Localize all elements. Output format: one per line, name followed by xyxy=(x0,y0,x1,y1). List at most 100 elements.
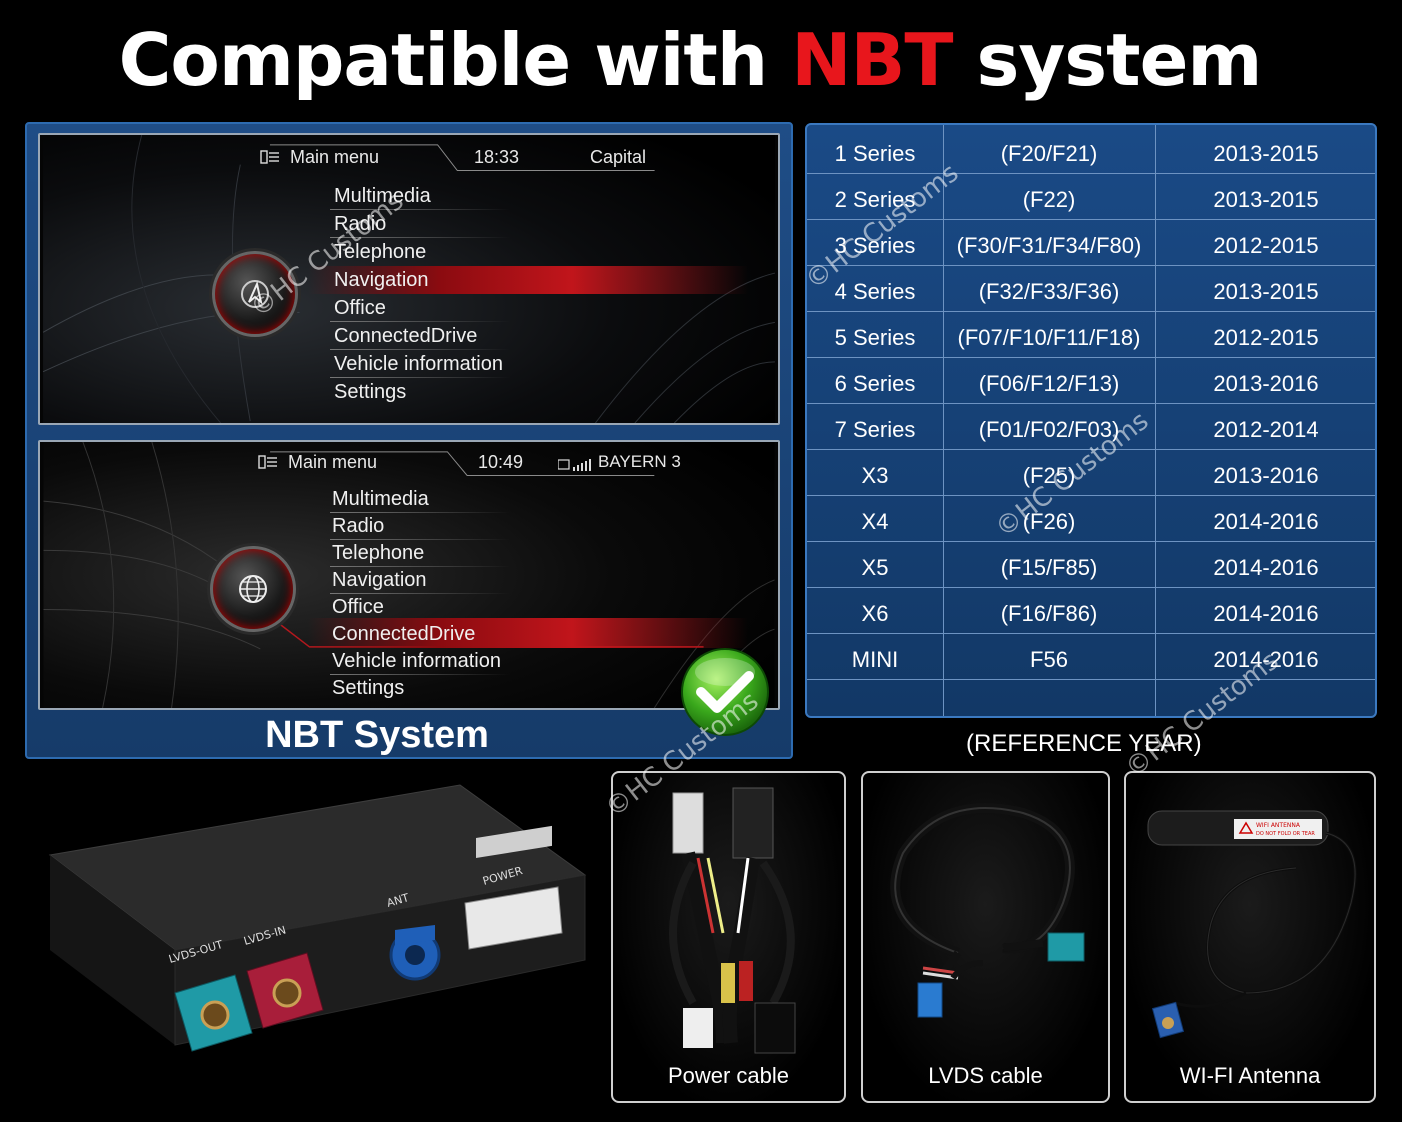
model-cell: 2 Series xyxy=(834,187,916,212)
year-cell: 2014-2016 xyxy=(1213,509,1319,534)
menu-divider xyxy=(330,321,510,322)
menu-highlight xyxy=(308,618,748,648)
power-cable-image xyxy=(669,787,796,1054)
menu-item-vehicle-information[interactable]: Vehicle information xyxy=(334,353,503,375)
table-row: 4 Series (F32/F33/F36) 2013-2015 xyxy=(807,266,1375,312)
controller-knob-connecteddrive[interactable] xyxy=(210,546,296,632)
product-caption: WI-FI Antenna xyxy=(1179,1063,1321,1088)
radio-station: BAYERN 3 xyxy=(598,452,681,471)
wifi-antenna-image: WIFI ANTENNA DO NOT FOLD OR TEAR xyxy=(1147,810,1357,1039)
menu-divider xyxy=(330,237,510,238)
menu-item-settings[interactable]: Settings xyxy=(332,677,405,699)
controller-knob-navigation[interactable] xyxy=(212,251,298,337)
table-row: X6 (F16/F86) 2014-2016 xyxy=(807,588,1375,634)
year-cell: 2013-2015 xyxy=(1213,187,1319,212)
year-cell: 2013-2016 xyxy=(1213,463,1319,488)
menu-divider xyxy=(330,593,510,594)
nbt-system-label: NBT System xyxy=(265,714,489,756)
table-row: X4 (F26) 2014-2016 xyxy=(807,496,1375,542)
antenna-tag-line1: WIFI ANTENNA xyxy=(1256,822,1301,829)
antenna-tag-line2: DO NOT FOLD OR TEAR xyxy=(1256,831,1315,837)
menu-item-navigation[interactable]: Navigation xyxy=(332,569,427,591)
model-cell: X3 xyxy=(861,463,889,488)
product-card-power-cable: Power cable xyxy=(611,771,846,1103)
year-cell: 2014-2016 xyxy=(1213,555,1319,580)
model-cell: 3 Series xyxy=(834,233,916,258)
menu-icon xyxy=(260,149,280,170)
reference-year-note: (REFERENCE YEAR) xyxy=(966,730,1202,757)
model-cell: X4 xyxy=(861,509,889,534)
nbt-panel: Main menu 18:33 Capital Multimedia Radio… xyxy=(25,122,793,759)
model-cell: 4 Series xyxy=(834,279,916,304)
menu-item-multimedia[interactable]: Multimedia xyxy=(332,488,429,510)
year-cell: 2013-2015 xyxy=(1213,141,1319,166)
chassis-cell: (F07/F10/F11/F18) xyxy=(957,325,1141,350)
compatibility-table: 1 Series (F20/F21) 2013-2015 2 Series (F22)… xyxy=(805,123,1377,718)
screen-title: Main menu xyxy=(288,452,378,472)
menu-divider xyxy=(330,209,510,210)
chassis-cell: (F22) xyxy=(1022,187,1076,212)
idrive-screen-2: Main menu 10:49 BAYERN 3 Multimedia Radi… xyxy=(38,440,780,710)
lvds-in-connector xyxy=(246,952,324,1029)
model-cell: X6 xyxy=(861,601,889,626)
year-cell: 2013-2015 xyxy=(1213,279,1319,304)
menu-item-multimedia[interactable]: Multimedia xyxy=(334,185,431,207)
chassis-cell: (F15/F85) xyxy=(1000,555,1098,580)
ant-label: ANT xyxy=(385,891,410,910)
signal-icon xyxy=(557,456,596,477)
column-divider xyxy=(943,125,944,716)
year-cell: 2012-2015 xyxy=(1213,233,1319,258)
chassis-cell: (F01/F02/F03) xyxy=(978,417,1120,442)
table-row: 2 Series (F22) 2013-2015 xyxy=(807,174,1375,220)
navigation-arrow-icon xyxy=(241,280,269,308)
lvds-cable-image xyxy=(890,803,1085,1018)
menu-item-telephone[interactable]: Telephone xyxy=(334,241,427,263)
menu-item-telephone[interactable]: Telephone xyxy=(332,542,425,564)
product-caption: LVDS cable xyxy=(928,1063,1043,1088)
year-cell: 2013-2016 xyxy=(1213,371,1319,396)
menu-divider xyxy=(330,377,510,378)
menu-item-office[interactable]: Office xyxy=(332,596,384,618)
model-cell: MINI xyxy=(851,647,899,672)
menu-divider xyxy=(330,566,510,567)
chassis-cell: (F20/F21) xyxy=(1000,141,1098,166)
screen-title: Main menu xyxy=(290,147,380,167)
product-card-wifi-antenna: WIFI ANTENNA DO NOT FOLD OR TEAR WI-FI A… xyxy=(1124,771,1376,1103)
page-title: Compatible with NBT system xyxy=(0,18,1380,102)
menu-item-connecteddrive[interactable]: ConnectedDrive xyxy=(332,623,476,645)
menu-item-settings[interactable]: Settings xyxy=(334,381,407,403)
menu-divider xyxy=(330,539,510,540)
table-row: 7 Series(F01/F02/F03)2012-2014 xyxy=(807,404,1375,450)
model-cell: 1 Series xyxy=(834,141,916,166)
menu-icon xyxy=(258,454,278,475)
lvds-out-connector xyxy=(174,974,253,1052)
chassis-cell: (F32/F33/F36) xyxy=(978,279,1120,304)
power-connector xyxy=(464,825,563,950)
menu-item-office[interactable]: Office xyxy=(334,297,386,319)
menu-item-vehicle-information[interactable]: Vehicle information xyxy=(332,650,501,672)
chassis-cell: (F16/F86) xyxy=(1000,601,1098,626)
table-row: X3(F25)2013-2016 xyxy=(807,450,1375,496)
menu-item-radio[interactable]: Radio xyxy=(332,515,385,537)
globe-icon xyxy=(239,575,267,603)
year-cell: 2014-2016 xyxy=(1213,601,1319,626)
title-accent: NBT xyxy=(791,18,953,102)
chassis-cell: (F06/F12/F13) xyxy=(978,371,1120,396)
table-row: X5(F15/F85)2014-2016 xyxy=(807,542,1375,588)
menu-item-radio[interactable]: Radio xyxy=(334,213,387,235)
screen-background xyxy=(43,442,775,708)
radio-station: Capital xyxy=(590,147,647,167)
model-cell: 7 Series xyxy=(834,417,916,442)
table-row: 3 Series(F30/F31/F34/F80)2012-2015 xyxy=(807,220,1375,266)
title-suffix: system xyxy=(976,18,1263,102)
menu-item-connecteddrive[interactable]: ConnectedDrive xyxy=(334,325,478,347)
menu-divider xyxy=(330,512,510,513)
year-cell: 2014-2016 xyxy=(1213,647,1319,672)
checkmark-icon xyxy=(681,648,769,736)
clock: 18:33 xyxy=(474,147,520,167)
menu-item-navigation[interactable]: Navigation xyxy=(334,269,429,291)
product-card-lvds-cable: LVDS cable xyxy=(861,771,1110,1103)
chassis-cell: (F26) xyxy=(1022,509,1076,534)
product-caption: Power cable xyxy=(667,1063,790,1088)
